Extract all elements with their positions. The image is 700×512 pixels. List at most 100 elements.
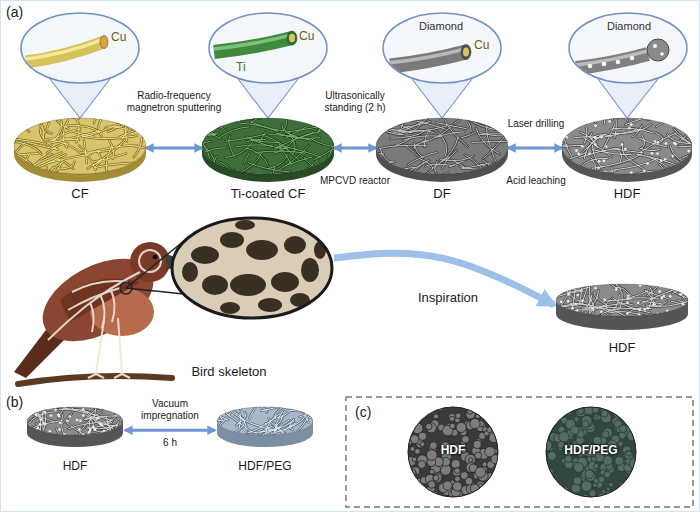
foam-disc	[392, 160, 429, 178]
composite-disc	[275, 411, 283, 434]
composite-disc	[309, 407, 338, 418]
foam-disc	[520, 258, 700, 330]
foam-disc	[161, 141, 211, 153]
node-label: HDF	[25, 459, 125, 473]
foam-disc	[624, 148, 627, 151]
foam-disc	[15, 105, 20, 133]
foam-disc	[35, 413, 38, 416]
photo-circle	[420, 442, 424, 446]
foam-disc	[247, 139, 266, 141]
foam-disc	[62, 414, 66, 437]
foam-disc: HDF	[25, 405, 125, 477]
foam-disc	[646, 261, 648, 285]
photo-circle	[544, 476, 551, 483]
photo-circle	[449, 416, 454, 421]
foam-disc	[209, 173, 248, 176]
foam-disc	[40, 418, 43, 421]
node-label: CF	[14, 186, 146, 202]
foam-disc	[646, 162, 649, 165]
foam-disc	[123, 429, 142, 455]
photo-circle	[481, 404, 486, 409]
foam-disc	[538, 145, 567, 151]
foam-disc	[643, 169, 646, 172]
foam-disc	[520, 305, 576, 307]
edge-label: Ultrasonically standing (2 h)	[314, 90, 396, 114]
zoom-view	[314, 241, 326, 259]
foam-disc	[462, 163, 491, 169]
magnified-fiber	[647, 39, 669, 61]
photo-circle	[546, 407, 636, 497]
foam-disc	[2, 150, 33, 167]
foam-disc	[598, 275, 620, 291]
process-arrow	[508, 147, 562, 150]
foam-disc	[541, 287, 590, 301]
foam-disc	[48, 154, 91, 163]
foam-disc	[375, 115, 382, 133]
foam-disc	[665, 142, 668, 145]
foam-disc	[569, 160, 599, 185]
foam-disc	[379, 145, 427, 148]
photo-circle	[492, 414, 500, 422]
foam-disc	[332, 129, 370, 136]
node-label: HDF	[407, 443, 499, 457]
foam-disc	[376, 118, 508, 174]
foam-disc	[173, 127, 223, 134]
foam-disc	[592, 103, 613, 121]
foam-disc	[351, 123, 381, 142]
magnified-fiber	[383, 13, 501, 83]
foam-disc	[286, 126, 321, 132]
foam-disc	[93, 391, 95, 416]
photo-circle	[415, 414, 423, 422]
foam-disc	[9, 391, 163, 455]
foam-disc	[628, 127, 631, 130]
foam-disc	[104, 423, 129, 436]
photo-circle	[418, 432, 426, 440]
zoom-view	[202, 275, 228, 295]
foam-disc	[500, 110, 507, 130]
magnified-fiber	[287, 31, 297, 45]
photo-circle	[484, 406, 490, 412]
foam-disc	[460, 115, 471, 132]
foam-disc	[141, 174, 145, 201]
foam-disc	[658, 314, 675, 321]
foam-disc	[582, 279, 590, 305]
foam-disc	[96, 150, 101, 166]
photo-circle	[465, 477, 473, 485]
photo-circle	[430, 442, 438, 450]
photo-circle	[470, 418, 480, 428]
foam-disc	[676, 119, 696, 121]
foam-disc	[215, 169, 233, 173]
foam-disc	[226, 134, 265, 141]
foam-disc	[568, 170, 616, 173]
bird-illustration	[130, 242, 170, 282]
photo-circle	[433, 475, 439, 481]
foam-disc	[576, 111, 589, 120]
foam-disc	[285, 171, 314, 176]
magnified-fiber	[576, 51, 648, 65]
foam-disc	[568, 170, 616, 172]
foam-disc	[575, 303, 578, 306]
foam-disc	[73, 132, 94, 137]
composite-disc	[249, 404, 259, 419]
foam-disc	[465, 155, 485, 172]
foam-disc	[671, 155, 674, 158]
photo-circle	[482, 408, 489, 415]
foam-disc	[594, 143, 597, 146]
dashed-panel	[345, 396, 694, 508]
foam-disc	[656, 152, 659, 155]
foam-disc	[563, 277, 577, 290]
foam-disc	[125, 121, 142, 128]
foam-disc	[27, 407, 123, 435]
foam-disc	[692, 110, 696, 124]
foam-disc	[567, 300, 570, 303]
zoom-view	[220, 232, 244, 248]
node-label: HDF	[554, 340, 690, 356]
foam-disc	[26, 163, 31, 180]
foam-disc	[564, 116, 603, 121]
zoom-view	[191, 246, 219, 264]
foam-disc	[246, 137, 288, 149]
foam-disc	[230, 96, 236, 121]
photo-circle	[412, 457, 417, 462]
foam-disc	[339, 153, 384, 158]
foam-disc	[202, 156, 217, 167]
